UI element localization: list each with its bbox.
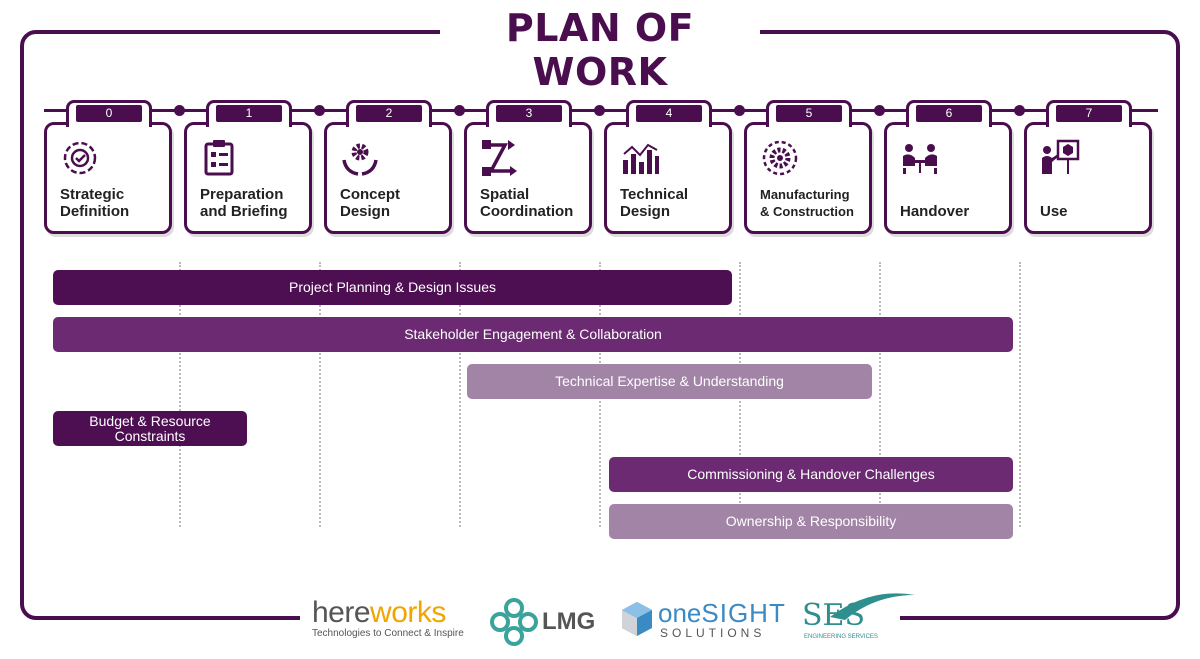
stage-number: 5 [776,105,842,122]
timeline-dot [454,105,465,116]
title-mask [440,8,760,52]
timeline-dot [174,105,185,116]
stage-number: 0 [76,105,142,122]
stage-card-body [184,122,312,234]
stage-number: 6 [916,105,982,122]
stage-number: 7 [1056,105,1122,122]
timeline-dot [734,105,745,116]
timeline-dot [594,105,605,116]
target-gear-icon [63,141,97,175]
cube-icon [622,602,652,636]
stage-label: Handover [900,203,970,220]
stage-divider [179,262,181,527]
stage-5-card[interactable]: 5 Manufacturing& Construction [744,100,874,236]
presentation-icon [1042,139,1080,174]
bar-chart-icon [623,143,659,174]
timeline-dot [314,105,325,116]
bar-budget-resource: Budget & Resource Constraints [53,411,247,446]
stage-label: Manufacturing& Construction [760,187,854,219]
stage-divider [459,262,461,527]
ses-swoosh-icon [830,593,915,620]
bar-stakeholder-engagement: Stakeholder Engagement & Collaboration [53,317,1013,352]
meeting-icon [903,144,937,174]
partner-logos: hereworks Technologies to Connect & Insp… [300,590,915,653]
stage-divider [1019,262,1021,527]
stage-number: 2 [356,105,422,122]
stage-divider [879,262,881,527]
stage-divider [319,262,321,527]
stage-card-body [1024,122,1152,234]
timeline-dot [874,105,885,116]
stage-number: 1 [216,105,282,122]
hereworks-logo: hereworks Technologies to Connect & Insp… [312,596,464,639]
stage-number: 3 [496,105,562,122]
stage-number: 4 [636,105,702,122]
bar-commissioning-handover: Commissioning & Handover Challenges [609,457,1013,492]
checklist-icon [204,140,234,176]
stage-card-body [744,122,872,234]
stage-label: Use [1040,203,1068,220]
logo-mask [300,600,900,659]
bar-technical-expertise: Technical Expertise & Understanding [467,364,872,399]
route-icon [482,140,517,176]
lmg-knot-icon [490,598,538,646]
gear-in-hands-icon [342,143,378,176]
bar-ownership-responsibility: Ownership & Responsibility [609,504,1013,539]
stage-6-card[interactable]: 6 Handover [884,100,1014,236]
gear-cycle-icon [762,140,798,176]
onesight-logo: oneSIGHT SOLUTIONS [620,598,785,643]
stage-7-card[interactable]: 7 Use [1024,100,1154,236]
lmg-logo: LMG [488,596,595,653]
bar-project-planning: Project Planning & Design Issues [53,270,732,305]
page-title: PLAN OF WORK [505,6,695,94]
timeline-dot [1014,105,1025,116]
